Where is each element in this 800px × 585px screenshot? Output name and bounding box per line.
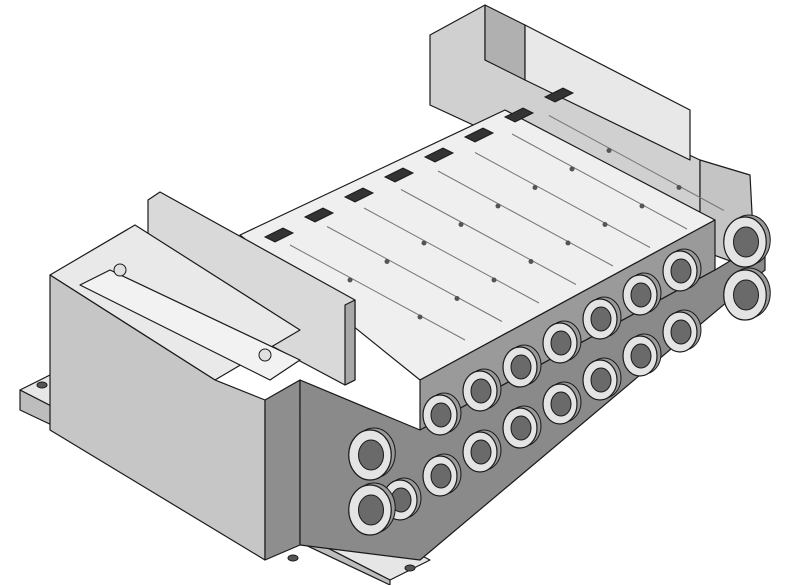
fitting-bore [630,282,652,308]
fitting-bore [590,306,612,332]
indicator-slot [543,87,575,103]
station-screw-icon [347,277,353,283]
indicator-slot [503,107,535,123]
screw-icon [258,348,272,362]
mounting-hole [404,564,416,572]
station-screw-icon [528,259,534,264]
indicator-slot [343,187,375,203]
station-screw-icon [606,148,612,153]
fitting-bore [358,494,384,526]
station-divider [474,152,651,248]
indicator-slot [463,127,495,143]
fitting-bore [670,319,692,345]
station-screw-icon [532,185,538,190]
station-screw-icon [454,296,460,301]
station-divider [400,189,577,285]
station-screw-icon [676,185,682,190]
screw-icon [113,263,127,277]
fitting-bore [358,439,384,471]
left-cover-plate [79,269,301,381]
station-screw-icon [569,166,575,172]
fitting-bore [510,354,532,380]
mounting-hole [36,381,48,389]
fitting-bore [670,258,692,284]
fitting-bore [733,279,759,311]
left-end-block-side [264,379,301,561]
fitting-bore [470,439,492,465]
indicator-slot [383,167,415,183]
rear-bracket-inner [524,24,691,161]
station-screw-icon [602,222,608,227]
fitting-bore [590,367,612,393]
station-divider [326,226,503,322]
fitting-bore [470,378,492,404]
indicator-slot [303,207,335,223]
station-screw-icon [491,277,497,283]
station-screw-icon [565,240,571,246]
partition-plate-edge [344,299,356,386]
station-screw-icon [495,203,501,209]
station-divider [437,170,614,267]
station-divider [548,115,725,211]
manifold-body [19,4,766,585]
fitting-bore [510,415,532,441]
fitting-bore [630,343,652,369]
fitting-bore [550,391,572,417]
station-divider [511,133,688,230]
station-screw-icon [639,203,645,209]
fitting-bore [733,226,759,258]
fitting-bore [430,402,452,428]
station-screw-icon [417,314,423,320]
indicator-slot [423,147,455,163]
station-screw-icon [421,240,427,246]
mounting-hole [287,554,299,562]
fitting-bore [430,463,452,489]
station-screw-icon [458,222,464,227]
station-divider [363,207,540,304]
indicator-slot [263,227,295,243]
fitting-bore [550,330,572,356]
station-divider [289,244,466,341]
station-screw-icon [384,259,390,264]
